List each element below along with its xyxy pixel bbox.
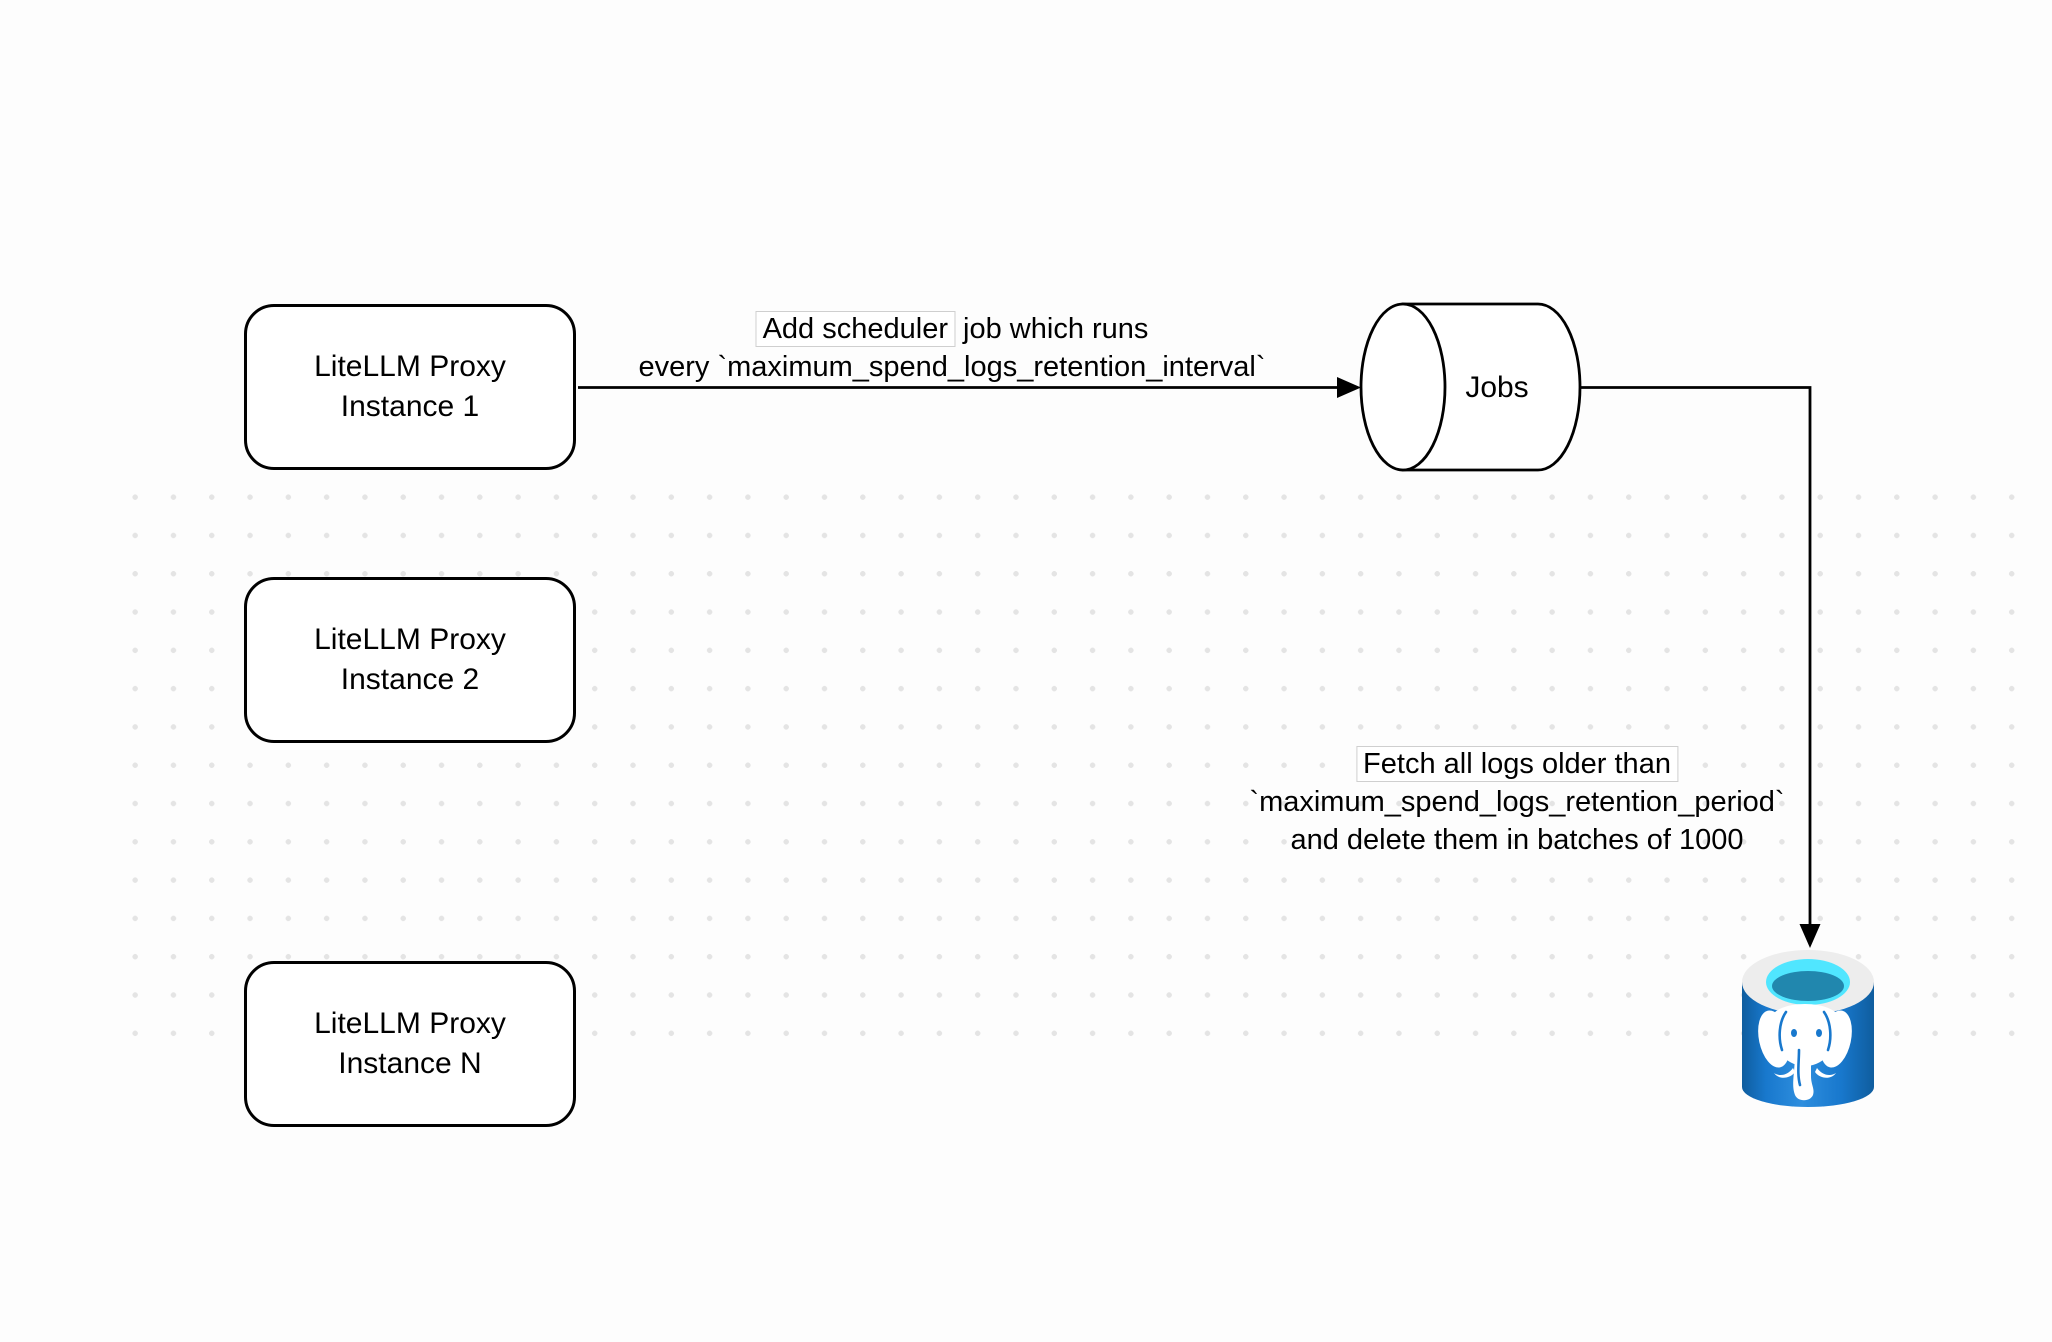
edge-label-line: `maximum_spend_logs_retention_period`	[1249, 786, 1785, 818]
edge-label-delete-logs[interactable]: Fetch all logs older than `maximum_spend…	[1249, 745, 1785, 859]
postgresql-database-graphic	[1742, 950, 1874, 1107]
node-label: LiteLLM Proxy Instance 2	[314, 623, 506, 696]
edge-label-scheduler[interactable]: Add scheduler job which runs every `maxi…	[638, 310, 1266, 386]
edge-label-line: and delete them in batches of 1000	[1290, 824, 1744, 856]
node-litellm-proxy-instance-2[interactable]: LiteLLM Proxy Instance 2	[244, 577, 576, 743]
node-label: LiteLLM Proxy Instance N	[314, 1007, 506, 1080]
edge-scheduler-arrow[interactable]	[578, 377, 1361, 398]
edge-label-line: Fetch all logs older than	[1249, 745, 1784, 783]
node-label: LiteLLM Proxy Instance 1	[314, 350, 506, 423]
node-litellm-proxy-instance-n[interactable]: LiteLLM Proxy Instance N	[244, 961, 576, 1127]
arrowhead-down-icon	[1799, 924, 1821, 948]
node-litellm-proxy-instance-1[interactable]: LiteLLM Proxy Instance 1	[244, 304, 576, 470]
edge-label-line: Add scheduler job which runs	[638, 310, 1265, 348]
postgresql-database-icon[interactable]	[1742, 949, 1874, 1125]
jobs-queue-label: Jobs	[1465, 371, 1529, 404]
arrowhead-right-icon	[1337, 377, 1361, 398]
edge-label-line: every `maximum_spend_logs_retention_inte…	[638, 351, 1266, 383]
edge-label-highlight: Add scheduler	[755, 311, 955, 347]
edge-label-highlight: Fetch all logs older than	[1356, 746, 1678, 782]
postgres-elephant-icon	[1758, 1004, 1852, 1101]
jobs-queue-cylinder[interactable]	[1359, 302, 1582, 472]
edge-delete-logs-arrow[interactable]	[1580, 386, 1821, 949]
dot-grid-background	[116, 478, 2016, 1053]
